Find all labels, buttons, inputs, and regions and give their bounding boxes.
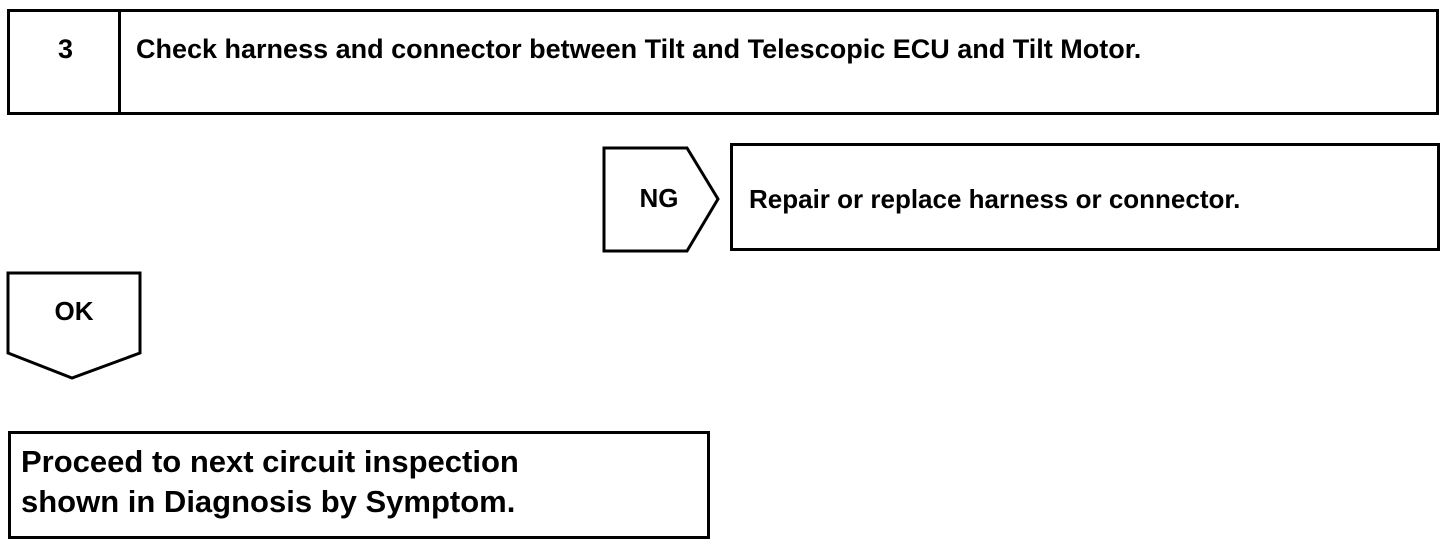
ng-result-box: Repair or replace harness or connector.: [730, 143, 1440, 251]
next-step-line-1: Proceed to next circuit inspection: [21, 444, 519, 479]
step-box: 3 Check harness and connector between Ti…: [7, 9, 1439, 115]
step-title: Check harness and connector between Tilt…: [136, 34, 1142, 64]
ng-label: NG: [639, 183, 679, 213]
next-step-text: Proceed to next circuit inspection shown…: [21, 442, 519, 522]
step-number-cell: 3: [10, 12, 121, 112]
ng-result-text: Repair or replace harness or connector.: [749, 184, 1241, 214]
step-number: 3: [57, 34, 74, 64]
next-step-box: Proceed to next circuit inspection shown…: [8, 431, 710, 539]
ok-label: OK: [54, 296, 94, 326]
next-step-line-2: shown in Diagnosis by Symptom.: [21, 484, 516, 519]
